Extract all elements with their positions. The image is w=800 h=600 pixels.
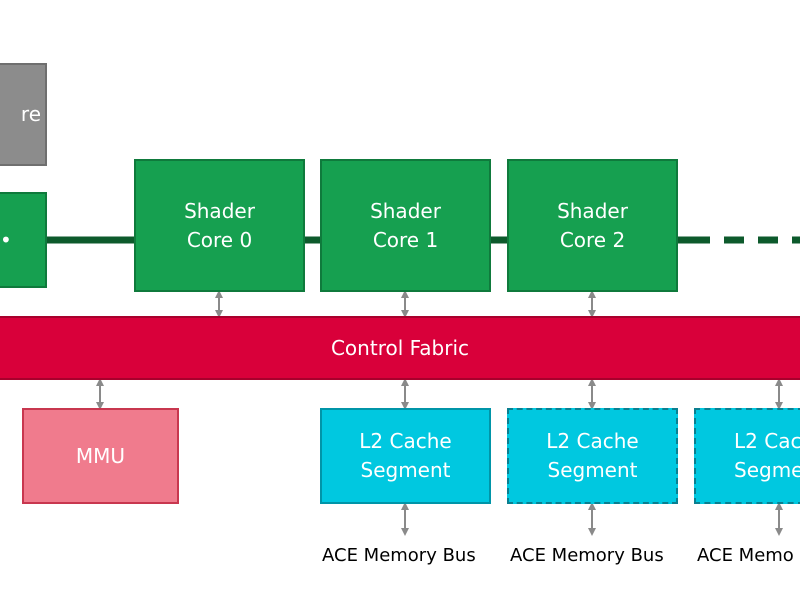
- l2-cache-segment-2: L2 Cache Segme: [694, 408, 800, 504]
- partial-green-label: •: [0, 227, 12, 252]
- l2-cache-2-line1: L2 Cache: [734, 429, 800, 453]
- shader-core-2-line2: Core 2: [559, 227, 626, 252]
- l2-cache-0-line2: Segment: [360, 458, 451, 482]
- partial-gray-block: re: [0, 63, 47, 166]
- partial-green-block: •: [0, 192, 47, 288]
- shader-core-2-line1: Shader: [557, 198, 628, 223]
- l2-cache-2-line2: Segme: [734, 458, 800, 482]
- shader-core-0-line2: Core 0: [186, 227, 253, 252]
- ace-memory-bus-label-1: ACE Memory Bus: [510, 545, 664, 566]
- partial-gray-label: re: [20, 102, 41, 126]
- l2-cache-segment-0: L2 Cache Segment: [320, 408, 491, 504]
- ace-memory-bus-label-0: ACE Memory Bus: [322, 545, 476, 566]
- control-fabric: Control Fabric: [0, 316, 800, 380]
- shader-core-0-line1: Shader: [184, 198, 255, 223]
- mmu-block: MMU: [22, 408, 179, 504]
- shader-core-2: Shader Core 2: [507, 159, 678, 292]
- l2-cache-1-line1: L2 Cache: [546, 429, 639, 453]
- l2-cache-0-line1: L2 Cache: [359, 429, 452, 453]
- ace-memory-bus-label-2: ACE Memo: [697, 545, 794, 566]
- l2-cache-segment-1: L2 Cache Segment: [507, 408, 678, 504]
- shader-core-1-line2: Core 1: [372, 227, 439, 252]
- shader-core-1-line1: Shader: [370, 198, 441, 223]
- shader-core-1: Shader Core 1: [320, 159, 491, 292]
- mmu-label: MMU: [75, 443, 126, 468]
- shader-core-0: Shader Core 0: [134, 159, 305, 292]
- l2-cache-1-line2: Segment: [547, 458, 638, 482]
- control-fabric-label: Control Fabric: [330, 335, 470, 360]
